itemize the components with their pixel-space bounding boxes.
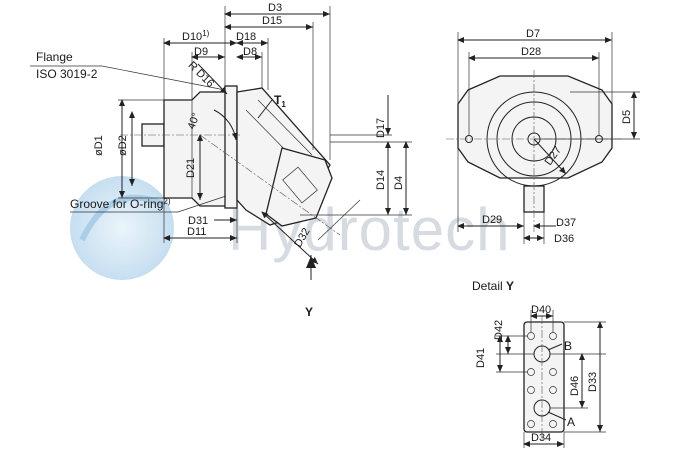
dim-d15: D15 — [262, 15, 282, 27]
dim-d29: D29 — [482, 214, 502, 226]
detail-y: Detail Y D40 D42 D41 D46 D33 — [472, 279, 606, 448]
port-a-leader — [547, 411, 567, 421]
dim-d17: D17 — [375, 118, 387, 138]
dim-d36: D36 — [554, 233, 574, 245]
detail-title: Detail Y — [472, 279, 514, 293]
port-b-label: B — [564, 339, 572, 353]
shaft-housing — [163, 91, 229, 207]
dim-d4: D4 — [393, 176, 405, 190]
dim-d40: D40 — [531, 304, 551, 316]
dim-d37: D37 — [556, 217, 576, 229]
port-a-label: A — [567, 415, 575, 429]
flange-plate — [224, 85, 238, 209]
dim-d1: øD1 — [93, 135, 105, 156]
dim-d7: D7 — [526, 28, 540, 40]
flange-label: Flange — [36, 50, 73, 64]
front-flange — [457, 75, 613, 179]
dim-d10: D101) — [182, 29, 210, 43]
dim-d33: D33 — [587, 372, 599, 392]
dim-d2: øD2 — [117, 135, 129, 156]
dim-d18: D18 — [236, 31, 256, 43]
front-view: D7 D28 D5 D27 D29 D37 D36 — [446, 28, 640, 245]
dim-d9: D9 — [194, 46, 208, 58]
port-plate — [523, 321, 565, 433]
dim-d21: D21 — [185, 158, 197, 178]
dim-d5: D5 — [621, 110, 633, 124]
dim-d46: D46 — [569, 376, 581, 396]
port-t1-label: T1 — [274, 93, 286, 109]
view-y-label: Y — [305, 305, 313, 319]
flange-note: Flange ISO 3019-2 — [30, 50, 226, 91]
side-view: D3 D15 D101) D18 D9 D8 R D16 øD1 øD2 D21… — [93, 2, 412, 319]
flange-standard-label: ISO 3019-2 — [36, 67, 98, 81]
dim-d34: D34 — [531, 432, 551, 444]
dim-d11: D11 — [187, 226, 206, 238]
dim-d41: D41 — [475, 348, 487, 368]
t1-leader — [257, 99, 273, 119]
dim-d28: D28 — [521, 46, 541, 58]
dim-d31: D31 — [188, 215, 208, 227]
dim-d14: D14 — [375, 170, 387, 190]
dim-d8: D8 — [243, 46, 257, 58]
dim-d42: D42 — [493, 320, 505, 340]
groove-note: Groove for O-ring2) — [70, 195, 227, 213]
groove-label: Groove for O-ring2) — [70, 197, 171, 211]
dim-d3: D3 — [268, 2, 282, 14]
angle-label: 40° — [186, 111, 203, 131]
port-b-leader — [547, 343, 563, 351]
